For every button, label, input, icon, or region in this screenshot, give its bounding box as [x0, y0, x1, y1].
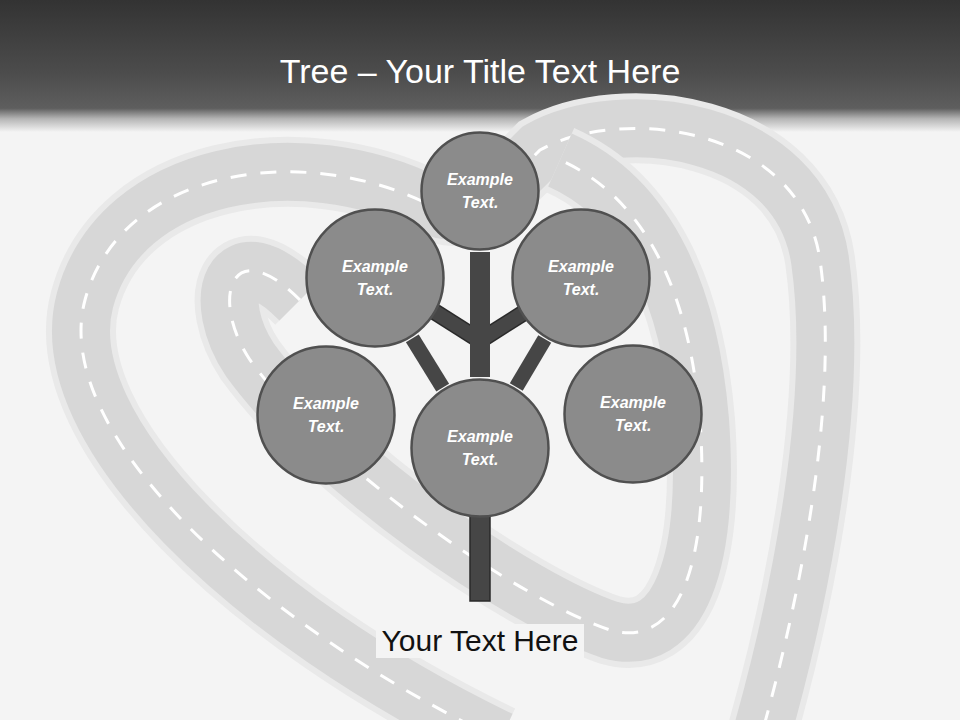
circle-shape — [420, 131, 540, 251]
tree-circle: Example Text. — [410, 378, 550, 518]
tree-circle: Example Text. — [256, 345, 396, 485]
circle-outline — [412, 380, 549, 517]
circle-outline — [307, 210, 444, 347]
tree-branch — [412, 338, 442, 387]
slide-caption: Your Text Here — [376, 624, 585, 658]
circle-text-area: Example Text. — [511, 208, 651, 348]
circle-text-area: Example Text. — [256, 345, 396, 485]
circle-shape — [563, 344, 703, 484]
road-edge — [81, 128, 825, 720]
circle-text-area: Example Text. — [563, 344, 703, 484]
circle-text-area: Example Text. — [305, 208, 445, 348]
node-text: Example Text. — [335, 255, 415, 301]
circle-outline — [258, 347, 395, 484]
branch-stub — [484, 312, 525, 338]
circle-outline — [422, 133, 539, 250]
node-text: Example Text. — [440, 168, 520, 214]
branch-stub — [435, 312, 476, 338]
trunk-base — [470, 505, 490, 601]
circle-outline — [565, 346, 702, 483]
node-text: Example Text. — [593, 391, 673, 437]
node-text: Example Text. — [286, 392, 366, 438]
tree-circle: Example Text. — [563, 344, 703, 484]
node-text: Example Text. — [541, 255, 621, 301]
node-text: Example Text. — [440, 425, 520, 471]
slide-title: Tree – Your Title Text Here — [0, 52, 960, 91]
circle-text-area: Example Text. — [410, 378, 550, 518]
branch-stub — [484, 312, 525, 338]
tree-branch — [470, 252, 490, 377]
circle-shape — [511, 208, 651, 348]
circle-outline — [513, 210, 650, 347]
circle-shape — [410, 378, 550, 518]
branch-stub — [435, 312, 476, 338]
road-surface — [81, 128, 825, 720]
road-marking — [81, 128, 825, 720]
circle-shape — [305, 208, 445, 348]
tree-circle: Example Text. — [305, 208, 445, 348]
tree-branch — [516, 339, 544, 387]
circle-shape — [256, 345, 396, 485]
tree-circle: Example Text. — [420, 131, 540, 251]
circle-text-area: Example Text. — [420, 131, 540, 251]
tree-circle: Example Text. — [511, 208, 651, 348]
